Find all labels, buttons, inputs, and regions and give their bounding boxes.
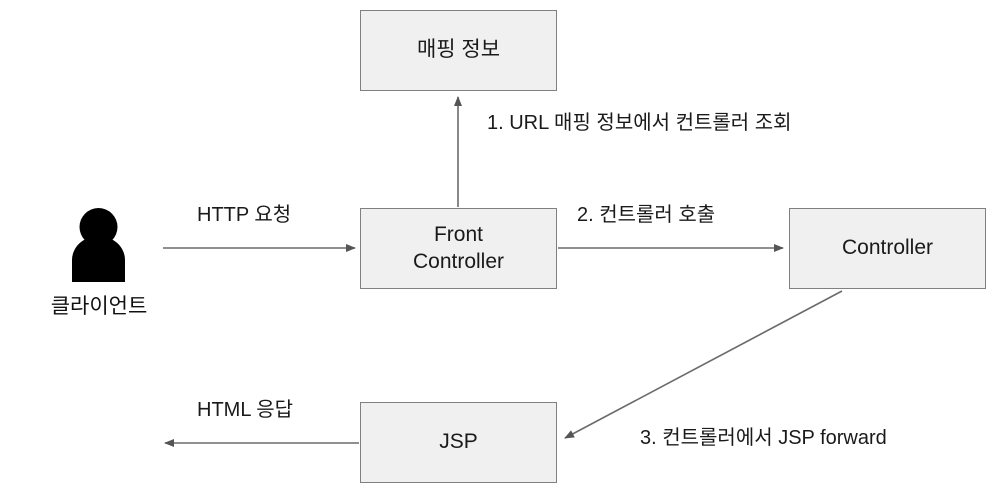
node-label-front-controller: Front Controller: [412, 223, 505, 273]
node-label-jsp: JSP: [439, 430, 478, 454]
edge-label-http-request: HTTP 요청: [197, 204, 292, 226]
node-controller[interactable]: Controller: [789, 208, 986, 289]
edge-label-controller-call: 2. 컨트롤러 호출: [577, 204, 716, 226]
edge-label-jsp-forward: 3. 컨트롤러에서 JSP forward: [640, 427, 887, 449]
edge-line-controller-to-jsp: [564, 290, 843, 439]
node-front-controller[interactable]: Front Controller: [360, 208, 557, 289]
node-jsp[interactable]: JSP: [360, 402, 557, 483]
node-label-controller: Controller: [841, 236, 934, 260]
actor-label-client: 클라이언트: [50, 295, 148, 318]
node-mapping-info[interactable]: 매핑 정보: [360, 10, 557, 91]
node-label-mapping-info: 매핑 정보: [416, 38, 501, 62]
person-icon: [72, 208, 125, 282]
edge-lines: [163, 96, 843, 447]
edge-label-html-response: HTML 응답: [197, 399, 294, 421]
edge-label-url-mapping-lookup: 1. URL 매핑 정보에서 컨트롤러 조회: [487, 112, 792, 134]
